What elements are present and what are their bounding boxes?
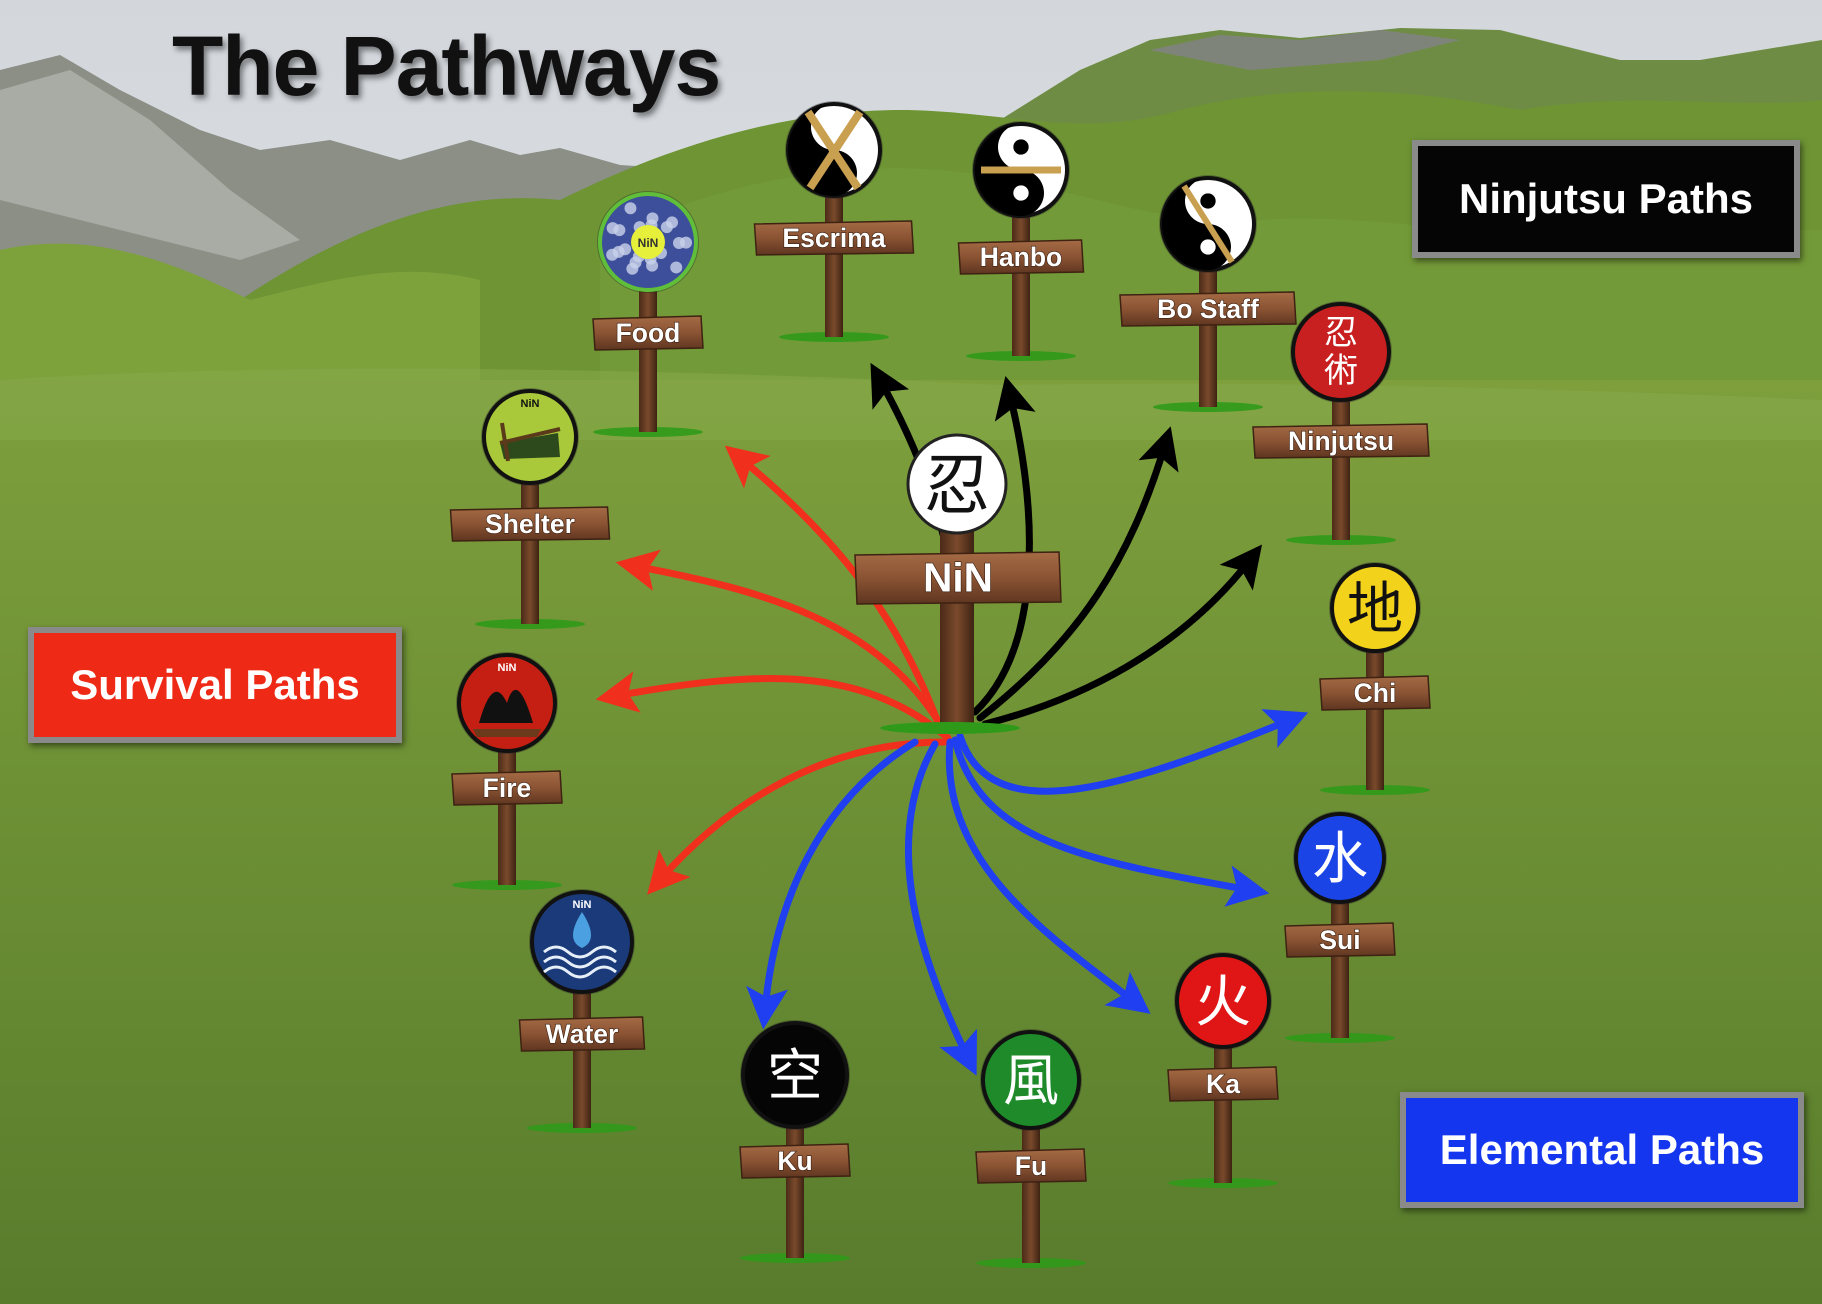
signpost-fu: Fu 風 <box>975 1029 1087 1268</box>
sign-label-ku: Ku <box>777 1146 812 1176</box>
ninjutsu-path-arrow <box>981 544 1263 728</box>
water-kanji-icon: 水 <box>1293 811 1387 905</box>
yin-yang-staff-icon <box>972 121 1070 219</box>
sign-board-fu: Fu <box>975 1148 1087 1184</box>
signpost-chi: Chi 地 <box>1319 562 1431 795</box>
yin-yang-bo-icon <box>1159 175 1257 273</box>
elemental-path-arrow <box>945 738 1151 1014</box>
sign-label-bo-staff: Bo Staff <box>1157 294 1259 324</box>
survival-path-arrow <box>615 549 949 736</box>
sign-board-nin: NiN <box>854 551 1062 605</box>
signposts: FoodNiNShelterNiNFireNiNWaterNiNEscrimaH… <box>449 101 1431 1268</box>
sign-label-food: Food <box>616 318 681 348</box>
crossed-sticks-icon <box>785 101 883 199</box>
ku-kanji-glyph: 空 <box>767 1044 823 1109</box>
wind-kanji-icon: 風 <box>980 1029 1082 1131</box>
sign-label-fu: Fu <box>1015 1151 1047 1181</box>
page-title: The Pathways <box>172 19 721 113</box>
food-badge-text: NiN <box>638 236 659 250</box>
void-kanji-icon: 空 <box>740 1020 850 1130</box>
sign-label-ka: Ka <box>1206 1069 1240 1099</box>
sign-label-sui: Sui <box>1319 925 1360 955</box>
ka-kanji-glyph: 火 <box>1195 970 1251 1035</box>
signpost-fire: Fire NiN <box>451 652 563 890</box>
signpost-ku: Ku 空 <box>739 1020 851 1263</box>
survival-path-arrow <box>647 738 954 895</box>
legend-ninjutsu-paths: Ninjutsu Paths <box>1412 140 1800 258</box>
ninjutsu-path-arrow <box>976 426 1179 722</box>
signpost-ka: Ka 火 <box>1167 952 1279 1188</box>
sign-label-hanbo: Hanbo <box>980 242 1063 272</box>
signpost-escrima: Escrima <box>753 101 915 342</box>
signpost-bo-staff: Bo Staff <box>1119 175 1297 412</box>
sign-label-fire: Fire <box>483 773 532 803</box>
survival-path-arrow <box>595 671 952 742</box>
signpost-food: Food NiN <box>592 191 704 437</box>
sign-board-bo-staff: Bo Staff <box>1119 291 1297 327</box>
elemental-path-arrow <box>956 709 1309 795</box>
sign-label-ninjutsu: Ninjutsu <box>1288 426 1394 456</box>
ninjutsu-kanji-icon: 忍術 <box>1290 301 1392 403</box>
signpost-ninjutsu: Ninjutsu 忍術 <box>1252 301 1430 545</box>
sign-board-chi: Chi <box>1319 675 1431 711</box>
signpost-sui: Sui 水 <box>1284 811 1396 1043</box>
elemental-path-arrow <box>905 740 978 1076</box>
sign-label-escrima: Escrima <box>782 223 885 253</box>
sign-label-chi: Chi <box>1354 678 1397 708</box>
sign-label-shelter: Shelter <box>485 509 575 539</box>
ninjutsu-kanji-glyph: 術 <box>1324 351 1358 391</box>
shelter-badge-text: NiN <box>521 398 540 410</box>
sign-board-escrima: Escrima <box>753 220 915 256</box>
sign-board-ka: Ka <box>1167 1066 1279 1102</box>
legend-survival-paths: Survival Paths <box>28 627 402 743</box>
signpost-shelter: Shelter NiN <box>449 388 611 629</box>
nin-kanji-icon: 忍 <box>906 433 1008 535</box>
nin-kanji-glyph: 忍 <box>924 447 990 524</box>
fu-kanji-glyph: 風 <box>1003 1049 1059 1114</box>
signpost-hanbo: Hanbo <box>957 121 1085 361</box>
signpost-water: Water NiN <box>518 889 646 1133</box>
water-icon: NiN <box>529 889 635 995</box>
sui-kanji-glyph: 水 <box>1312 827 1368 892</box>
sign-label-nin: NiN <box>923 555 993 601</box>
sign-board-ninjutsu: Ninjutsu <box>1252 423 1430 459</box>
sign-board-water: Water <box>518 1016 646 1052</box>
earth-kanji-icon: 地 <box>1329 562 1421 654</box>
center-signpost-nin: 忍 NiN <box>854 433 1062 734</box>
water-badge-text: NiN <box>573 899 592 911</box>
fire-badge-text: NiN <box>498 662 517 674</box>
sign-board-shelter: Shelter <box>449 506 611 542</box>
elemental-path-arrow <box>951 736 1270 907</box>
ninjutsu-kanji-glyph: 忍 <box>1324 313 1358 353</box>
sign-board-ku: Ku <box>739 1143 851 1179</box>
shelter-icon: NiN <box>481 388 579 486</box>
legend-elemental-paths: Elemental Paths <box>1400 1092 1804 1208</box>
fire-kanji-icon: 火 <box>1174 952 1272 1050</box>
sign-board-fire: Fire <box>451 770 563 806</box>
chi-kanji-glyph: 地 <box>1347 577 1403 642</box>
sign-label-water: Water <box>546 1019 619 1049</box>
fire-icon: NiN <box>456 652 558 754</box>
food-icon: NiN <box>597 191 699 293</box>
sign-board-hanbo: Hanbo <box>957 239 1085 275</box>
elemental-path-arrow <box>746 738 919 1030</box>
sign-board-sui: Sui <box>1284 922 1396 958</box>
sign-board-food: Food <box>592 315 704 351</box>
